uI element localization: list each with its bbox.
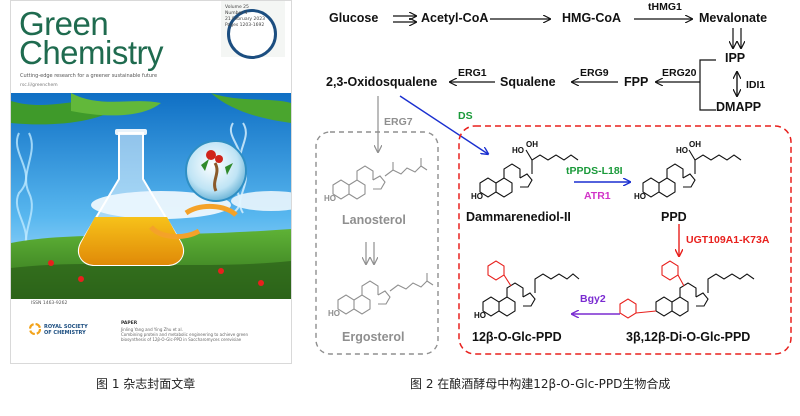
ds-arrow <box>399 95 488 154</box>
glc-ppd-ho-label: HO <box>474 311 486 320</box>
ergosterol-structure <box>337 273 434 315</box>
ergosterol-ho-label: HO <box>328 309 340 318</box>
journal-cover: Volume 25 Number 4 21 February 2023 Page… <box>10 0 292 364</box>
metabolite-oxidosqualene: 2,3-Oxidosqualene <box>326 75 438 89</box>
glc-ppd-structure <box>482 273 580 317</box>
ppd-12-ho-label: HO <box>676 146 688 155</box>
metabolite-lanosterol: Lanosterol <box>342 213 406 227</box>
cover-title-line1: Green <box>19 5 109 42</box>
paper-description: Jinling Yang and Ying Zhu et al. Combini… <box>121 327 249 342</box>
glucose-to-acetylcoa-arrow <box>393 16 416 22</box>
metabolite-ergosterol: Ergosterol <box>342 330 405 344</box>
enzyme-atr1: ATR1 <box>584 190 611 202</box>
metabolite-diglc-ppd: 3β,12β-Di-O-Glc-PPD <box>626 330 751 344</box>
enzyme-erg7: ERG7 <box>384 116 413 128</box>
cover-issn: ISSN 1463-9262 <box>31 301 68 306</box>
metabolite-12b-glc-ppd: 12β-O-Glc-PPD <box>472 330 562 344</box>
ppd-oh-label: OH <box>689 140 701 149</box>
metabolite-ipp: IPP <box>725 51 746 65</box>
enzyme-erg20: ERG20 <box>662 67 697 79</box>
rsc-logo-icon <box>29 323 41 335</box>
metabolite-acetyl-coa: Acetyl-CoA <box>421 11 489 25</box>
enzyme-erg9: ERG9 <box>580 67 609 79</box>
enzyme-thmg1: tHMG1 <box>648 1 682 13</box>
dammarenediol-12-ho-label: HO <box>512 146 524 155</box>
glc-ppd-sugar-structure <box>487 260 512 287</box>
ipp-dmapp-to-fpp-bracket <box>656 59 716 111</box>
cover-title-line2: Chemistry <box>19 34 164 71</box>
enzyme-ds: DS <box>458 110 473 122</box>
cover-url: rsc.li/greenchem <box>20 83 58 88</box>
metabolite-glucose: Glucose <box>329 11 379 25</box>
enzyme-idi1: IDI1 <box>746 79 766 91</box>
metabolite-mevalonate: Mevalonate <box>699 11 768 25</box>
cover-artwork <box>11 93 291 299</box>
cover-tagline: Cutting-edge research for a greener sust… <box>20 73 158 79</box>
figure1-caption: 图 1 杂志封面文章 <box>96 377 196 391</box>
metabolite-dmapp: DMAPP <box>716 100 762 114</box>
volume-ring-logo <box>227 9 277 59</box>
enzyme-erg1: ERG1 <box>458 67 487 79</box>
dammarenediol-oh-label: OH <box>526 140 538 149</box>
metabolite-hmg-coa: HMG-CoA <box>562 11 622 25</box>
ginsenoside-branch-box <box>458 125 792 355</box>
enzyme-ugt109a1-k73a: UGT109A1-K73A <box>686 234 770 246</box>
metabolite-dammarenediol: Dammarenediol-II <box>466 210 571 224</box>
cover-title: Green Chemistry <box>19 7 164 69</box>
figure2-caption: 图 2 在酿酒酵母中构建12β-O-Glc-PPD生物合成 <box>410 377 671 391</box>
ppd-structure <box>642 149 742 198</box>
mevalonate-to-ipp-arrow <box>733 28 741 48</box>
volume-info: Volume 25 Number 4 21 February 2023 Page… <box>225 5 265 28</box>
cover-footer <box>11 299 291 363</box>
publisher-name: ROYAL SOCIETY OF CHEMISTRY <box>44 324 88 336</box>
metabolite-ppd: PPD <box>661 210 687 224</box>
enzyme-tppds-l18i: tPPDS-L18I <box>566 165 623 177</box>
metabolite-fpp: FPP <box>624 75 649 89</box>
lanosterol-structure <box>332 158 428 200</box>
sterol-branch-box <box>315 131 439 355</box>
diglc-sugar-structures <box>619 260 685 319</box>
enzyme-bgy2: Bgy2 <box>580 293 606 305</box>
diglc-ppd-structure <box>655 273 755 317</box>
metabolite-squalene: Squalene <box>500 75 556 89</box>
lanosterol-to-ergosterol-arrow <box>366 242 374 264</box>
lanosterol-ho-label: HO <box>324 194 336 203</box>
ppd-ho-label: HO <box>634 192 646 201</box>
dammarenediol-ho-label: HO <box>471 192 483 201</box>
dammarenediol-structure <box>479 149 579 198</box>
paper-heading: PAPER <box>121 321 138 326</box>
